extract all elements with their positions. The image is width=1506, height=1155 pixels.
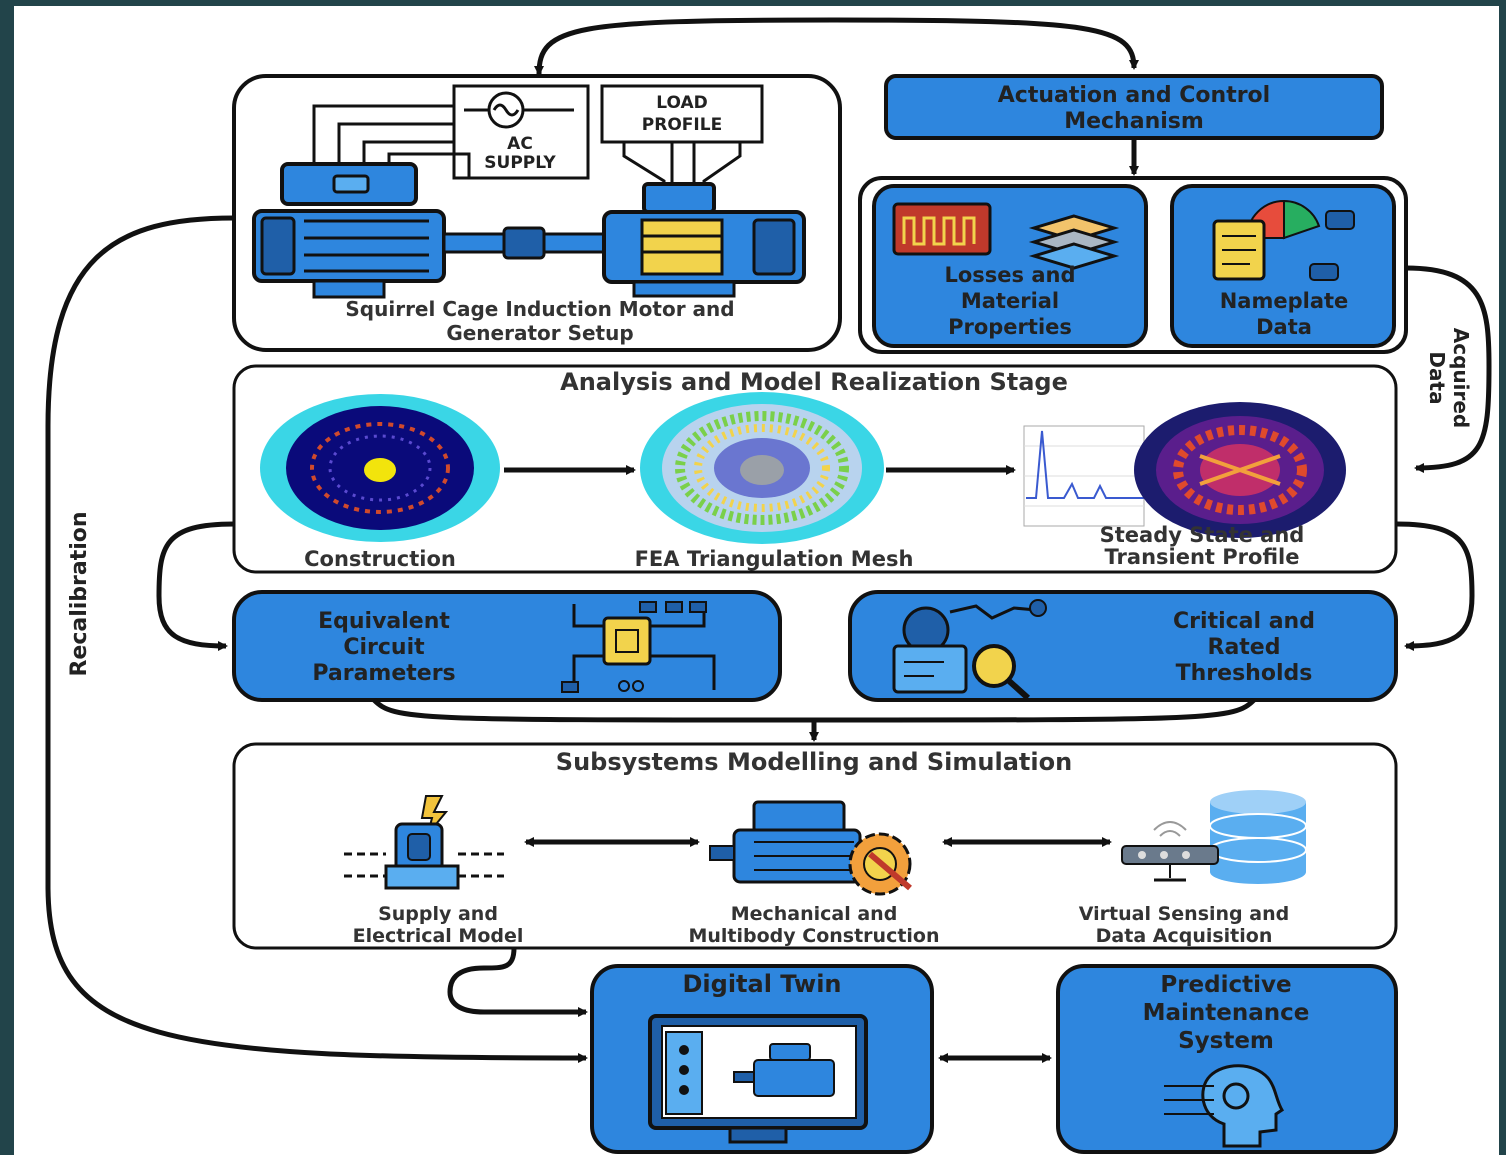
analysis-to-equivalent-arrow [156, 521, 235, 651]
predictive-title-line2: Maintenance [1143, 1000, 1310, 1026]
construction-image [260, 394, 500, 542]
subsystems-title: Subsystems Modelling and Simulation [556, 748, 1072, 776]
analysis-title: Analysis and Model Realization Stage [560, 368, 1068, 396]
load-profile-line2: PROFILE [642, 115, 722, 135]
mechanical-label-line2: Multibody Construction [688, 925, 939, 947]
setup-caption-line2: Generator Setup [446, 321, 633, 345]
critical-label-line1: Critical and [1173, 609, 1315, 634]
supply-wires [312, 104, 471, 178]
recalibration-arrow [45, 215, 588, 1063]
induction-motor-icon [252, 162, 606, 299]
sensor-database-icon [1121, 790, 1307, 884]
losses-material-box: Losses and Material Properties [872, 184, 1148, 348]
resistor-heat-icon [892, 202, 992, 256]
ac-supply-box: AC SUPPLY [452, 84, 590, 180]
critical-label-line2: Rated [1208, 635, 1281, 660]
diagram-canvas: AC SUPPLY LOAD PROFILE [14, 6, 1499, 1155]
digital-twin-workflow-diagram: AC SUPPLY LOAD PROFILE [45, 17, 1492, 1154]
acquired-data-label-line2: Data [1425, 351, 1449, 404]
predictive-title-line1: Predictive [1160, 972, 1291, 998]
equivalent-label-line2: Circuit [343, 635, 425, 660]
layers-icon [1028, 214, 1120, 270]
motor-gear-icon [709, 800, 912, 896]
params-merge-arrow [372, 698, 1256, 723]
construction-label: Construction [304, 547, 456, 571]
actuation-title-line2: Mechanism [1064, 109, 1204, 134]
acquired-data-group: Losses and Material Properties Nameplate… [858, 176, 1408, 354]
nameplate-data-box: Nameplate Data [1170, 184, 1396, 348]
equivalent-label-line1: Equivalent [318, 609, 450, 634]
fea-mesh-image [640, 392, 884, 544]
monitor-motor-icon [648, 1014, 868, 1144]
setup-caption-line1: Squirrel Cage Induction Motor and [345, 297, 734, 321]
analysis-stage-box: Analysis and Model Realization Stage Con… [232, 364, 1398, 574]
losses-label-line3: Properties [948, 315, 1072, 339]
ai-head-icon [1164, 1064, 1285, 1148]
digital-twin-title: Digital Twin [682, 970, 841, 998]
fea-label: FEA Triangulation Mesh [635, 547, 914, 571]
predictive-title-line3: System [1178, 1028, 1274, 1054]
acquired-data-label-line1: Acquired [1449, 328, 1473, 429]
top-loop-arrow [534, 17, 1139, 76]
equivalent-circuit-box: Equivalent Circuit Parameters [232, 590, 782, 702]
rotor-field-image [1134, 402, 1346, 538]
supply-label-line1: Supply and [378, 903, 498, 925]
acquired-data-arrow [1405, 265, 1492, 473]
motor-generator-setup-box: AC SUPPLY LOAD PROFILE [232, 74, 842, 352]
circuit-chip-icon [561, 601, 716, 693]
recalibration-label: Recalibration [67, 511, 92, 676]
mechanical-label-line1: Mechanical and [731, 903, 898, 925]
load-profile-line1: LOAD [656, 93, 708, 113]
generator-icon [602, 182, 806, 298]
supply-label-line2: Electrical Model [353, 925, 524, 947]
digital-twin-box: Digital Twin [590, 964, 934, 1154]
ac-supply-line2: SUPPLY [484, 153, 556, 173]
steady-label-line2: Transient Profile [1105, 545, 1300, 569]
nameplate-label-line2: Data [1256, 315, 1312, 339]
predictive-maintenance-box: Predictive Maintenance System [1056, 964, 1398, 1154]
power-supply-icon [344, 795, 504, 890]
ac-supply-line1: AC [507, 134, 533, 154]
transient-plot-image [1023, 425, 1145, 527]
virtual-label-line2: Data Acquisition [1096, 925, 1273, 947]
actuation-control-box: Actuation and Control Mechanism [884, 74, 1384, 140]
subsystems-box: Subsystems Modelling and Simulation Supp… [232, 742, 1398, 950]
pie-chart-icon [1283, 199, 1321, 240]
losses-label-line1: Losses and [944, 263, 1075, 287]
nameplate-label-line1: Nameplate [1220, 289, 1349, 313]
equivalent-label-line3: Parameters [312, 661, 455, 686]
critical-thresholds-box: Critical and Rated Thresholds [848, 590, 1398, 702]
steady-label-line1: Steady State and [1100, 523, 1305, 547]
losses-label-line2: Material [961, 289, 1059, 313]
analytics-search-icon [892, 599, 1047, 701]
critical-label-line3: Thresholds [1176, 661, 1313, 686]
subsystems-to-twin-arrow [447, 947, 588, 1017]
analysis-to-critical-arrow [1395, 521, 1475, 651]
virtual-label-line1: Virtual Sensing and [1079, 903, 1289, 925]
actuation-title-line1: Actuation and Control [998, 83, 1270, 108]
